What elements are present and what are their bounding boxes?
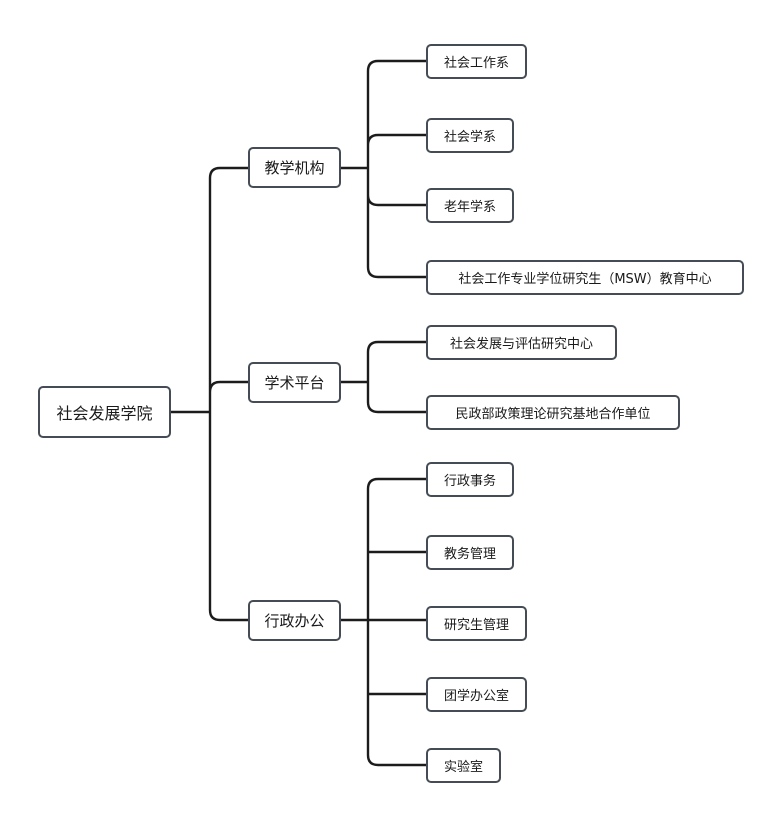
leaf-node: 教务管理 — [426, 535, 514, 570]
leaf-node-label: 民政部政策理论研究基地合作单位 — [455, 407, 651, 422]
branch-node-label: 教学机构 — [264, 159, 325, 177]
branch-node-label: 行政办公 — [264, 612, 325, 630]
leaf-node: 老年学系 — [426, 188, 514, 223]
leaf-node: 团学办公室 — [426, 677, 527, 712]
leaf-node: 社会工作系 — [426, 44, 527, 79]
leaf-node: 行政事务 — [426, 462, 514, 497]
leaf-node-label: 社会工作系 — [443, 56, 509, 71]
leaf-node: 社会学系 — [426, 118, 514, 153]
branch-node-academic: 学术平台 — [248, 362, 341, 403]
root-node: 社会发展学院 — [38, 386, 171, 438]
leaf-node: 社会工作专业学位研究生（MSW）教育中心 — [426, 260, 744, 295]
leaf-node-label: 社会发展与评估研究中心 — [449, 337, 593, 352]
leaf-node: 社会发展与评估研究中心 — [426, 325, 617, 360]
connector-teaching-children — [341, 59, 426, 279]
leaf-node-label: 团学办公室 — [443, 689, 509, 704]
connector-root-to-branches — [171, 166, 248, 622]
branch-node-label: 学术平台 — [264, 374, 325, 392]
connector-admin-children — [341, 477, 426, 767]
leaf-node-label: 行政事务 — [443, 474, 496, 489]
leaf-node: 民政部政策理论研究基地合作单位 — [426, 395, 680, 430]
branch-node-teaching: 教学机构 — [248, 147, 341, 188]
connector-academic-children — [341, 340, 426, 414]
branch-node-admin: 行政办公 — [248, 600, 341, 641]
leaf-node-label: 社会学系 — [443, 130, 496, 145]
root-node-label: 社会发展学院 — [56, 404, 153, 423]
leaf-node: 实验室 — [426, 748, 501, 783]
leaf-node-label: 实验室 — [443, 760, 483, 775]
leaf-node: 研究生管理 — [426, 606, 527, 641]
leaf-node-label: 老年学系 — [443, 200, 496, 215]
leaf-node-label: 教务管理 — [443, 547, 496, 562]
leaf-node-label: 研究生管理 — [443, 618, 509, 633]
leaf-node-label: 社会工作专业学位研究生（MSW）教育中心 — [458, 272, 712, 287]
